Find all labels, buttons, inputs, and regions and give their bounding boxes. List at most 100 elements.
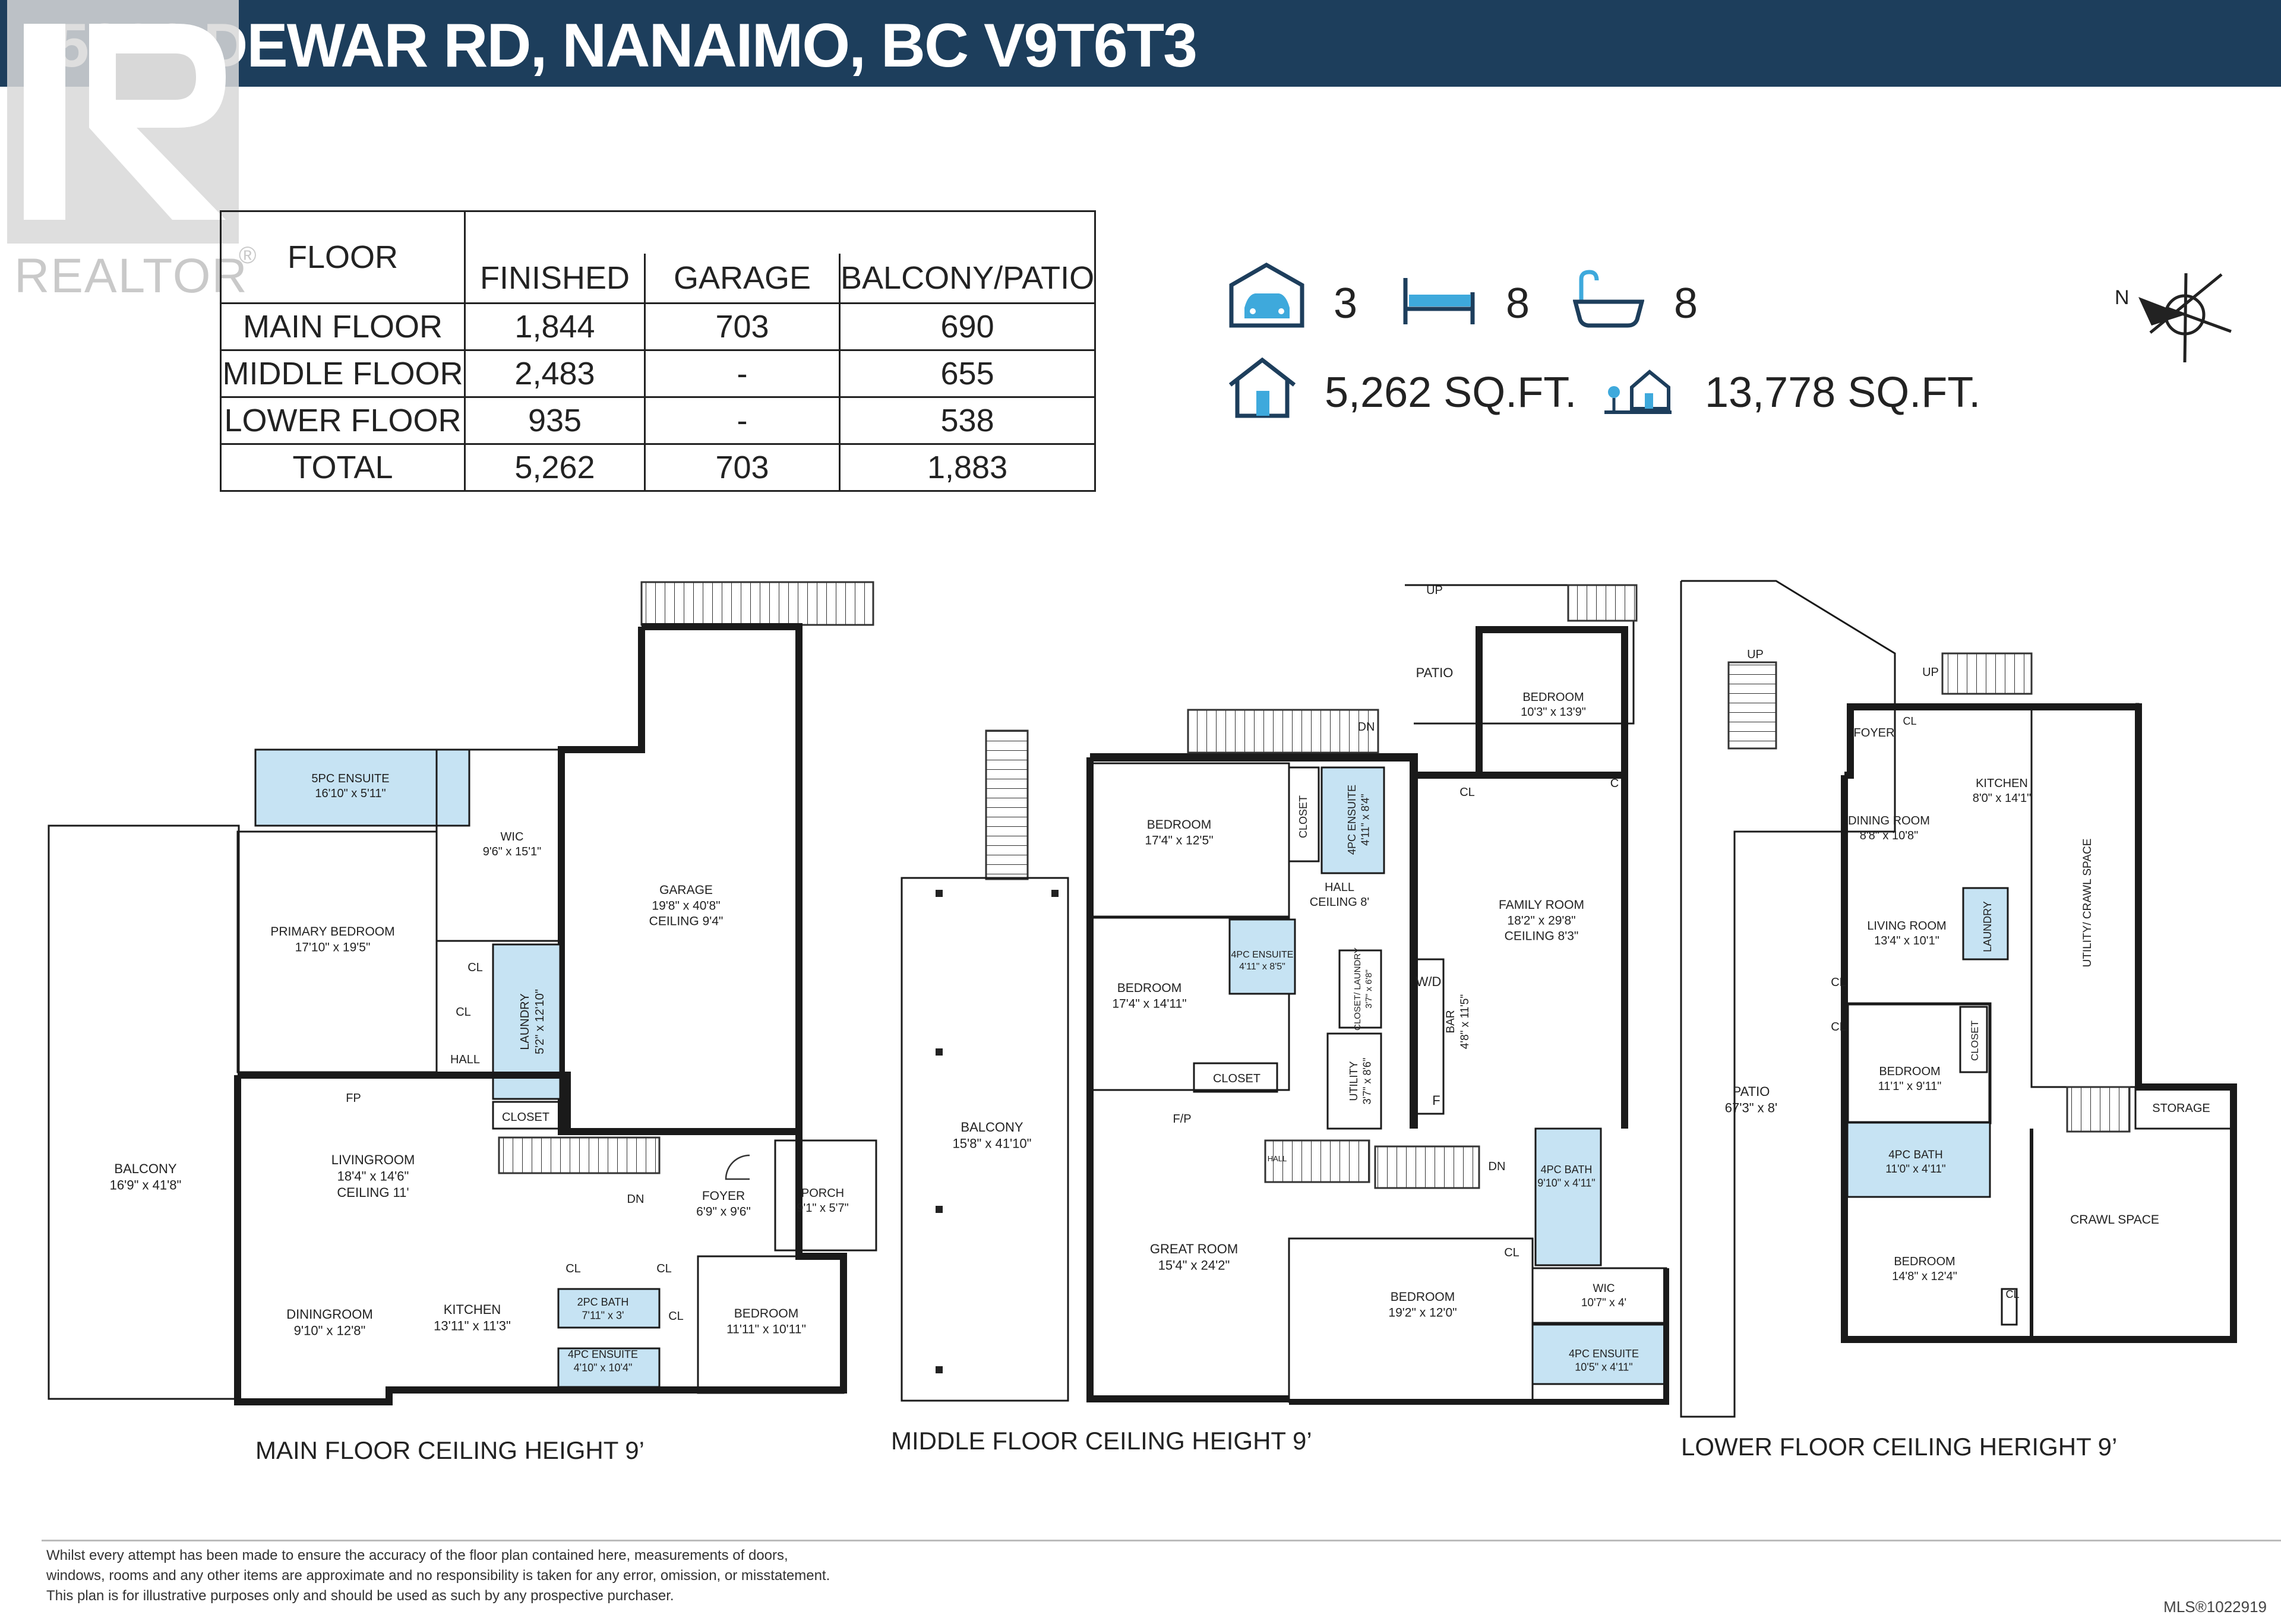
bed-icon	[1403, 278, 1475, 324]
row-floor: LOWER FLOOR	[220, 396, 466, 445]
room-label: STORAGE	[2152, 1102, 2210, 1115]
plan-tag: UP	[1922, 666, 1939, 679]
room-label-line: LAUNDRY	[519, 993, 532, 1050]
middle-4pc-ensuite-1	[1320, 766, 1385, 874]
room-label-line: 4'11" x 8'4"	[1360, 794, 1372, 845]
room-label-line: 11'0" x 4'11"	[1885, 1163, 1945, 1176]
room-label-line: WIC	[501, 830, 524, 843]
middle-wic	[1531, 1267, 1667, 1324]
room-label-line: 4'11" x 8'5"	[1239, 962, 1285, 972]
plan-tag: CLOSET	[502, 1111, 549, 1124]
balcony-post	[936, 1206, 943, 1213]
plan-tag: UP	[1747, 648, 1764, 661]
plan-tag: HALL	[1268, 1154, 1287, 1163]
floor-area-table: FLOOR FINISHED GARAGE BALCONY/PATIO MAIN…	[220, 210, 1097, 492]
main-porch	[774, 1139, 877, 1252]
room-label-line: 7'11" x 3'	[582, 1310, 624, 1322]
room-label-line: UTILITY/ CRAWL SPACE	[2081, 839, 2094, 968]
disclaimer-line: windows, rooms and any other items are a…	[46, 1568, 830, 1584]
room-label-line: 3'7" x 8'6"	[1361, 1058, 1373, 1105]
room-label-line: LAUNDRY	[1982, 901, 1993, 952]
row-floor: TOTAL	[220, 443, 466, 492]
room-label-line: 4PC BATH	[1541, 1164, 1593, 1176]
room-label-line: 16'10" x 5'11"	[315, 787, 386, 800]
table-row: LOWER FLOOR 935 - 538	[220, 396, 1097, 445]
room-label-line: 10'3" x 13'9"	[1521, 706, 1586, 719]
room-label: 4PC ENSUITE 4'11" x 8'5"	[1231, 950, 1294, 972]
plan-tag: DN	[1489, 1160, 1506, 1173]
room-label-line: KITCHEN	[444, 1302, 501, 1317]
row-balcony: 690	[838, 302, 1097, 351]
room-label-line: 4PC BATH	[1888, 1149, 1943, 1161]
room-label-line: PRIMARY BEDROOM	[270, 925, 394, 939]
plan-tag: PATIO	[1416, 665, 1454, 680]
interior-area: 5,262 SQ.FT.	[1325, 369, 1577, 416]
header-finished: FINISHED	[464, 254, 646, 304]
middle-stairs-down	[1374, 1145, 1480, 1189]
middle-floor-label: MIDDLE FLOOR CEILING HEIGHT 9’	[891, 1427, 1312, 1455]
room-label-line: CEILING 8'3"	[1505, 930, 1579, 943]
room-label-line: 67'3" x 8'	[1725, 1101, 1777, 1116]
middle-4pc-ensuite-2	[1228, 918, 1296, 995]
middle-balcony	[901, 877, 1069, 1402]
room-label-line: GREAT ROOM	[1150, 1241, 1238, 1256]
plan-tag: UP	[1426, 584, 1443, 597]
plan-tag: C	[1610, 777, 1619, 790]
lower-stairs-patio	[1727, 661, 1777, 750]
main-5pc-ensuite	[254, 748, 470, 827]
room-label-line: KITCHEN	[1976, 777, 2028, 790]
row-floor: MAIN FLOOR	[220, 302, 466, 351]
main-stairs-down	[498, 1136, 661, 1174]
garage-icon	[1229, 262, 1304, 328]
plan-tag: CLOSET	[1213, 1072, 1260, 1085]
balcony-post	[936, 890, 943, 897]
lower-floor-label: LOWER FLOOR CEILING HERIGHT 9’	[1681, 1433, 2118, 1461]
title-bar	[0, 0, 2281, 87]
room-label-line: 18'2" x 29'8"	[1507, 914, 1575, 927]
room-label-line: 19'2" x 12'0"	[1388, 1306, 1457, 1319]
room-label-line: CLOSET/ LAUNDRY	[1353, 947, 1363, 1031]
lower-cl-box	[2001, 1288, 2018, 1326]
room-label-line: 8'0" x 14'1"	[1973, 792, 2032, 805]
compass-icon: N	[2115, 273, 2232, 363]
room-label-line: HALL	[1325, 881, 1354, 894]
plan-tag: DN	[627, 1193, 645, 1206]
table-row: MAIN FLOOR 1,844 703 690	[220, 302, 1097, 351]
table-corner-floor: FLOOR	[220, 210, 466, 304]
lot-icon	[1604, 369, 1672, 414]
room-label-line: 4PC ENSUITE	[1231, 950, 1294, 960]
room-label-line: BALCONY	[961, 1120, 1023, 1135]
room-label-line: 3'7" x 6'8"	[1364, 969, 1374, 1009]
bed-count: 8	[1506, 280, 1530, 327]
plan-tag: F	[1432, 1093, 1440, 1108]
lower-4pc-bath	[1846, 1121, 1991, 1198]
plan-tag: CL	[467, 961, 483, 974]
room-label-line: DININGROOM	[286, 1307, 372, 1322]
room-label-line: 11'1" x 9'11"	[1878, 1080, 1942, 1093]
plan-tag: W/D	[1416, 974, 1442, 989]
middle-closet-2	[1193, 1062, 1278, 1093]
room-label-line: 4PC ENSUITE	[1569, 1348, 1639, 1360]
plan-tag: FOYER	[1854, 726, 1895, 740]
room-label-line: 13'11" x 11'3"	[434, 1319, 511, 1334]
table-header-spacer	[463, 210, 1097, 254]
plan-tag: HALL	[450, 1053, 480, 1066]
room-label-line: LIVING ROOM	[1867, 920, 1946, 933]
room-label-line: FOYER	[702, 1189, 745, 1203]
